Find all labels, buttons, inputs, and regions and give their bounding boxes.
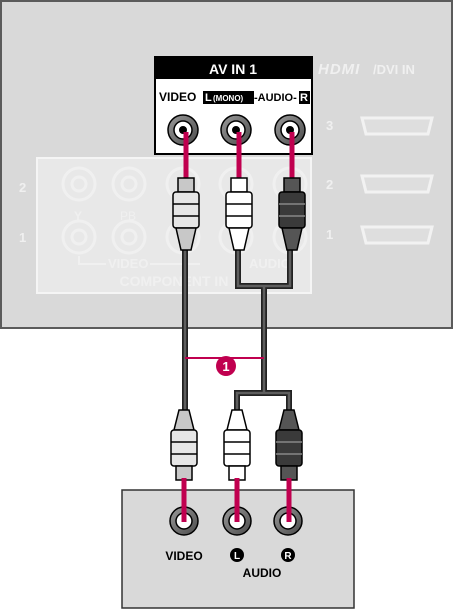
hdmi-port-1-label: 1 (326, 227, 333, 242)
rca-cable (182, 248, 293, 410)
component-row-1-label: 1 (19, 230, 26, 245)
av-in-mono-badge (203, 91, 254, 104)
device-side-plugs (170, 409, 303, 481)
callout-1: 1 (185, 356, 264, 376)
av-in-1-box: AV IN 1 VIDEO L (MONO) -AUDIO- R (154, 56, 313, 155)
component-audio-label: AUDIO (249, 256, 291, 271)
av-in-right-badge (299, 91, 310, 104)
tv-side-plugs (172, 177, 306, 251)
device-audio-left-plug (223, 409, 251, 481)
source-audio-label: AUDIO (243, 566, 282, 580)
av-in-audio-label: -AUDIO- (254, 92, 297, 104)
av-in-left-label: L (205, 92, 212, 104)
av-in-title: AV IN 1 (209, 61, 257, 77)
tv-video-plug (172, 177, 200, 251)
av-in-title-bar (156, 58, 311, 79)
hdmi-port-2 (360, 174, 434, 194)
hdmi-ports (360, 116, 434, 245)
tv-audio-right-plug (278, 177, 306, 251)
device-side-pins (181, 478, 292, 522)
hdmi-port-1 (360, 225, 434, 245)
source-right-label: R (284, 551, 292, 562)
source-left-label: L (234, 551, 240, 562)
av-in-mono-label: (MONO) (213, 94, 244, 103)
hdmi-logo-suffix: /DVI IN (373, 62, 415, 77)
source-right-badge (281, 548, 295, 562)
component-pb-label: PB (120, 209, 136, 223)
device-video-plug (170, 409, 198, 481)
tv-back-panel: 2 1 Y PB VIDEO AUDIO COMPONENT IN (0, 0, 453, 329)
component-y-label: Y (74, 209, 82, 223)
component-video-bracket (78, 256, 200, 265)
component-video-label: VIDEO (108, 256, 148, 271)
source-video-label: VIDEO (165, 549, 202, 563)
component-row-2-label: 2 (19, 180, 26, 195)
callout-badge (216, 356, 236, 376)
hdmi-port-2-label: 2 (326, 177, 333, 192)
tv-side-pins (183, 132, 295, 185)
device-audio-right-plug (275, 409, 303, 481)
av-in-right-label: R (300, 92, 308, 104)
hdmi-port-3 (360, 116, 434, 136)
hdmi-logo: HDMI /DVI IN (318, 61, 415, 78)
hdmi-logo-text: HDMI (318, 61, 360, 78)
tv-audio-left-plug (225, 177, 253, 251)
component-in-title: COMPONENT IN (120, 273, 229, 289)
hdmi-port-3-label: 3 (326, 118, 333, 133)
source-left-badge (230, 548, 244, 562)
callout-number: 1 (222, 359, 229, 374)
source-jacks (169, 506, 303, 536)
av-in-video-label: VIDEO (159, 90, 196, 104)
